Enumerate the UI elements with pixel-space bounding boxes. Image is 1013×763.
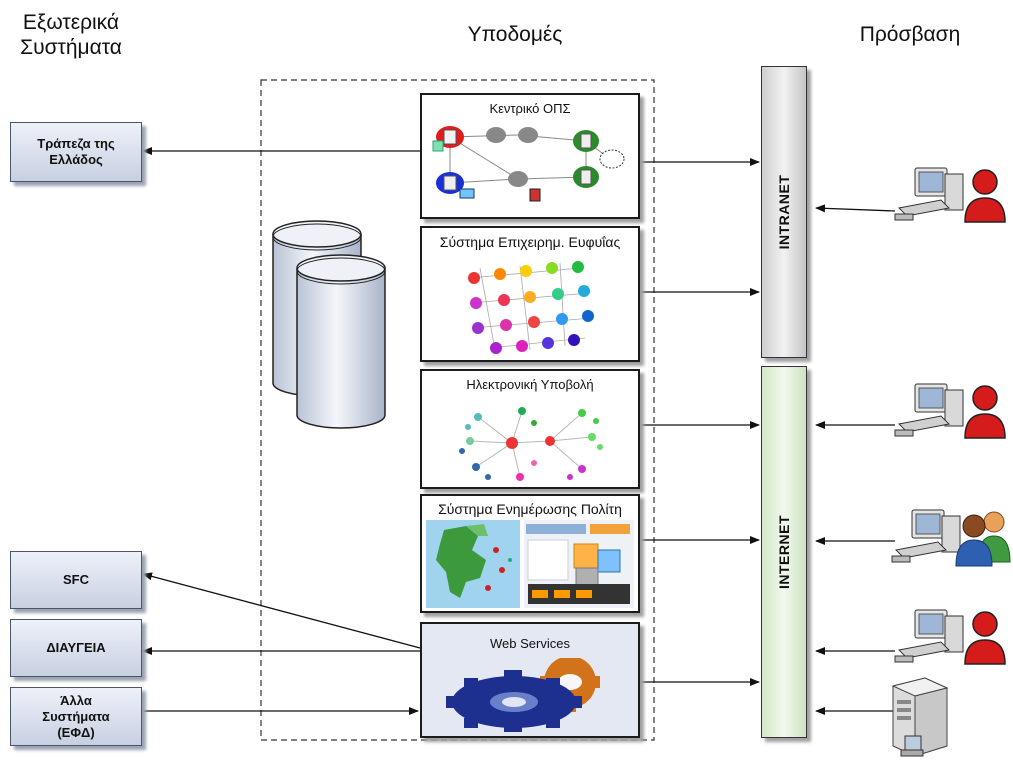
other-label-line1: Άλλα	[60, 692, 92, 708]
bank-label-line2: Ελλάδος	[49, 152, 103, 167]
external-systems-header: Εξωτερικά Συστήματα	[12, 10, 130, 60]
sfc-box: SFC	[10, 551, 142, 609]
internet-label: INTERNET	[776, 515, 792, 589]
other-systems-box: Άλλα Συστήματα (ΕΦΔ)	[10, 687, 142, 746]
tree-network-icon	[459, 407, 603, 481]
computer-icon	[891, 509, 961, 563]
citizen-info-title: Σύστημα Ενημέρωσης Πολίτη	[438, 501, 622, 517]
diavgeia-box: ΔΙΑΥΓΕΙΑ	[10, 619, 142, 677]
arrow-user1-intranet	[815, 204, 896, 213]
internet-user-group-workstation	[891, 509, 1011, 567]
computer-icon	[894, 167, 964, 221]
server-icon	[891, 677, 949, 757]
blue-gear-icon	[446, 670, 582, 732]
citizen-info-box: Σύστημα Ενημέρωσης Πολίτη	[420, 494, 640, 613]
diavgeia-label: ΔΙΑΥΓΕΙΑ	[46, 640, 106, 655]
infrastructure-header: Υποδομές	[467, 23, 563, 46]
internet-user-workstation-1	[894, 383, 1006, 439]
other-label-line3: (ΕΦΔ)	[57, 724, 95, 740]
bank-of-greece-box: Τράπεζα της Ελλάδος	[10, 122, 142, 182]
database-cylinder-front	[296, 254, 386, 429]
electronic-submission-title: Ηλεκτρονική Υποβολή	[466, 377, 594, 392]
infrastructure-frame	[260, 79, 655, 741]
bank-label-line1: Τράπεζα της	[37, 136, 115, 151]
intranet-bar: INTRANET	[761, 66, 807, 358]
central-ops-title: Κεντρικό ΟΠΣ	[489, 101, 571, 116]
electronic-submission-box: Ηλεκτρονική Υποβολή	[420, 369, 640, 489]
central-ops-box: Κεντρικό ΟΠΣ	[420, 93, 640, 219]
user-group-icon	[955, 511, 1011, 567]
other-label-line2: Συστήματα	[42, 708, 110, 724]
web-services-box: Web Services	[420, 622, 640, 738]
internet-bar: INTERNET	[761, 366, 807, 738]
network-topology-icon	[432, 126, 625, 202]
arrow-ws-to-sfc	[142, 572, 421, 649]
data-cube-icon	[468, 261, 594, 354]
external-header-line2: Συστήματα	[20, 36, 122, 59]
business-intelligence-title: Σύστημα Επιχειρημ. Ευφυΐας	[439, 234, 621, 250]
user-icon	[964, 169, 1006, 223]
intranet-user-workstation	[894, 167, 1006, 223]
access-header: Πρόσβαση	[859, 23, 961, 46]
computer-icon	[894, 609, 964, 663]
external-header-line1: Εξωτερικά	[22, 11, 120, 34]
web-services-title: Web Services	[490, 636, 570, 651]
user-icon	[964, 611, 1006, 665]
database-icon	[272, 220, 386, 429]
citizen-portal-screenshot	[426, 520, 634, 608]
sfc-label: SFC	[63, 572, 89, 587]
user-icon	[964, 385, 1006, 439]
intranet-label: INTRANET	[776, 174, 792, 250]
computer-icon	[894, 383, 964, 437]
internet-user-workstation-2	[894, 609, 1006, 665]
business-intelligence-box: Σύστημα Επιχειρημ. Ευφυΐας	[420, 226, 640, 362]
gears-icon	[446, 658, 600, 732]
